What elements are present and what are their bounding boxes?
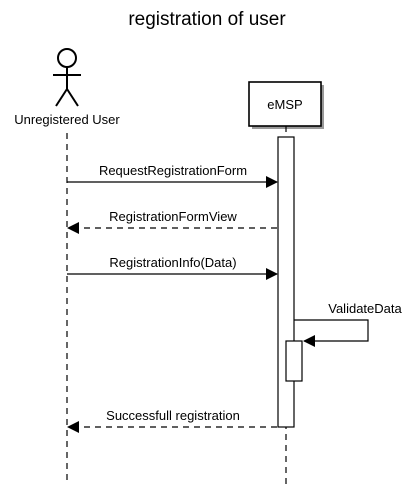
message-arrow-4: [294, 319, 369, 347]
message-label-1: RequestRegistrationForm: [99, 163, 247, 178]
actor-label: Unregistered User: [14, 112, 120, 127]
nested-activation-bar: [285, 340, 303, 382]
diagram-title: registration of user: [128, 9, 286, 30]
message-label-2: RegistrationFormView: [109, 209, 237, 224]
participant-box: [248, 81, 322, 127]
message-label-3: RegistrationInfo(Data): [109, 255, 236, 270]
activation-bar: [277, 136, 295, 428]
participant-label: eMSP: [267, 97, 302, 112]
message-label-5: Successfull registration: [106, 408, 240, 423]
message-label-4: ValidateData: [328, 301, 402, 316]
stick-figure-icon: [53, 48, 81, 107]
